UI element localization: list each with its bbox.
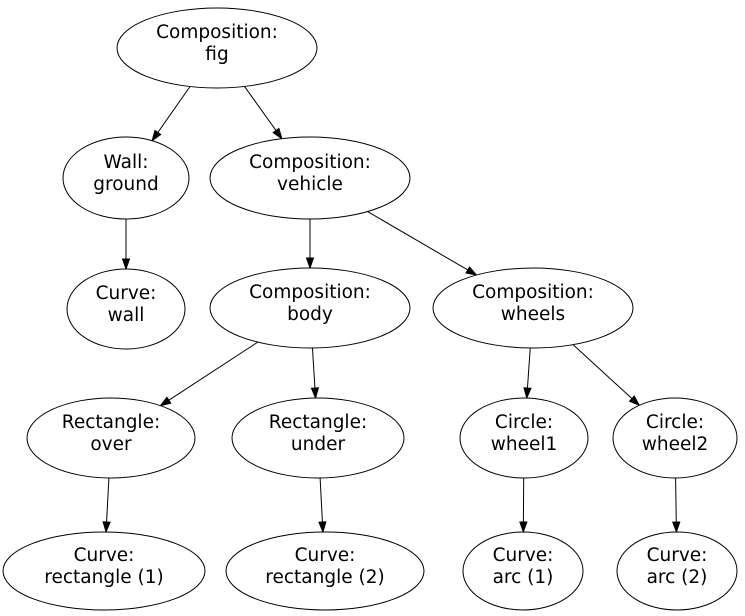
node-wheels: Composition:wheels [432,267,634,349]
arrowhead-icon [465,266,478,276]
node-ellipse [432,267,634,349]
node-ellipse [225,531,425,611]
arrowhead-icon [151,129,162,142]
node-label-line1: Curve: [647,545,708,566]
node-label-line2: arc (2) [647,567,708,588]
edge-line [244,86,277,131]
edge-line [311,347,316,389]
node-label-line2: body [287,304,333,325]
edge-line [367,211,469,271]
node-label-line1: Circle: [646,412,704,433]
node-ellipse [116,7,318,89]
node-label-line2: vehicle [277,174,343,195]
node-ellipse [62,136,190,220]
edge-wheels-wheel2 [572,344,641,407]
node-label-line2: wheels [501,304,565,325]
node-label-line2: rectangle (1) [44,567,163,588]
node-under: Rectangle:under [231,397,405,479]
node-label-line1: Composition: [249,152,371,173]
node-label-line2: wheel1 [491,434,558,455]
node-label-line2: arc (1) [493,567,554,588]
node-label-line1: Curve: [493,545,554,566]
edge-body-under [310,347,320,400]
node-ellipse [209,267,411,349]
node-ellipse [616,531,738,611]
node-label-line1: Rectangle: [62,412,160,433]
node-arc1: Curve:arc (1) [462,531,584,611]
arrowhead-icon [310,387,320,400]
edge-under-rect2 [318,477,327,534]
node-label-line2: wall [108,305,145,326]
node-label-line1: Curve: [295,545,356,566]
node-label-line1: Wall: [104,152,149,173]
node-arc2: Curve:arc (2) [616,531,738,611]
node-ellipse [462,531,584,611]
node-label-line2: ground [93,174,158,195]
edge-fig-vehicle [244,86,283,140]
node-ellipse [459,397,589,479]
arrowhead-icon [523,387,532,400]
edge-line [319,477,323,523]
node-ellipse [66,268,186,350]
edge-line [526,347,531,389]
node-label-line1: Composition: [156,22,278,43]
node-label-line2: fig [205,44,228,65]
arrowhead-icon [121,258,131,271]
arrowhead-icon [519,521,528,534]
arrowhead-icon [628,395,641,407]
node-label-line2: under [291,434,346,455]
edge-body-over [159,341,259,407]
node-label-line1: Curve: [96,283,157,304]
edge-over-rect1 [102,477,111,534]
edge-wheel1-arc1 [519,477,528,534]
node-label-line2: rectangle (2) [265,567,384,588]
node-fig: Composition:fig [116,7,318,89]
node-ellipse [2,531,206,611]
arrowhead-icon [159,396,172,407]
edge-wheel2-arc2 [672,477,681,534]
arrowhead-icon [672,521,681,534]
edge-ground-wall [121,219,131,271]
edge-line [168,341,259,401]
edge-line [106,477,110,523]
node-over: Rectangle:over [26,397,196,479]
edge-line [157,86,191,133]
node-wheel1: Circle:wheel1 [459,397,589,479]
node-ellipse [209,136,411,220]
node-ellipse [26,397,196,479]
node-rect1: Curve:rectangle (1) [2,531,206,611]
edge-vehicle-body [305,219,315,270]
edge-fig-ground [151,86,191,142]
node-wheel2: Circle:wheel2 [612,397,738,479]
node-label-line1: Circle: [495,412,553,433]
arrowhead-icon [318,521,327,534]
node-ground: Wall:ground [62,136,190,220]
edge-line [572,344,633,399]
node-label-line1: Curve: [74,545,135,566]
node-body: Composition:body [209,267,411,349]
node-vehicle: Composition:vehicle [209,136,411,220]
node-label-line2: wheel2 [642,434,709,455]
node-ellipse [231,397,405,479]
edge-line [675,477,677,523]
edge-vehicle-wheels [367,211,478,276]
node-label-line1: Composition: [249,282,371,303]
node-wall: Curve:wall [66,268,186,350]
arrowhead-icon [102,521,111,534]
node-rect2: Curve:rectangle (2) [225,531,425,611]
arrowhead-icon [272,127,283,140]
node-label-line1: Rectangle: [269,412,367,433]
node-ellipse [612,397,738,479]
arrowhead-icon [305,257,315,270]
edge-wheels-wheel1 [523,347,532,400]
node-label-line1: Composition: [472,282,594,303]
node-label-line2: over [90,434,132,455]
